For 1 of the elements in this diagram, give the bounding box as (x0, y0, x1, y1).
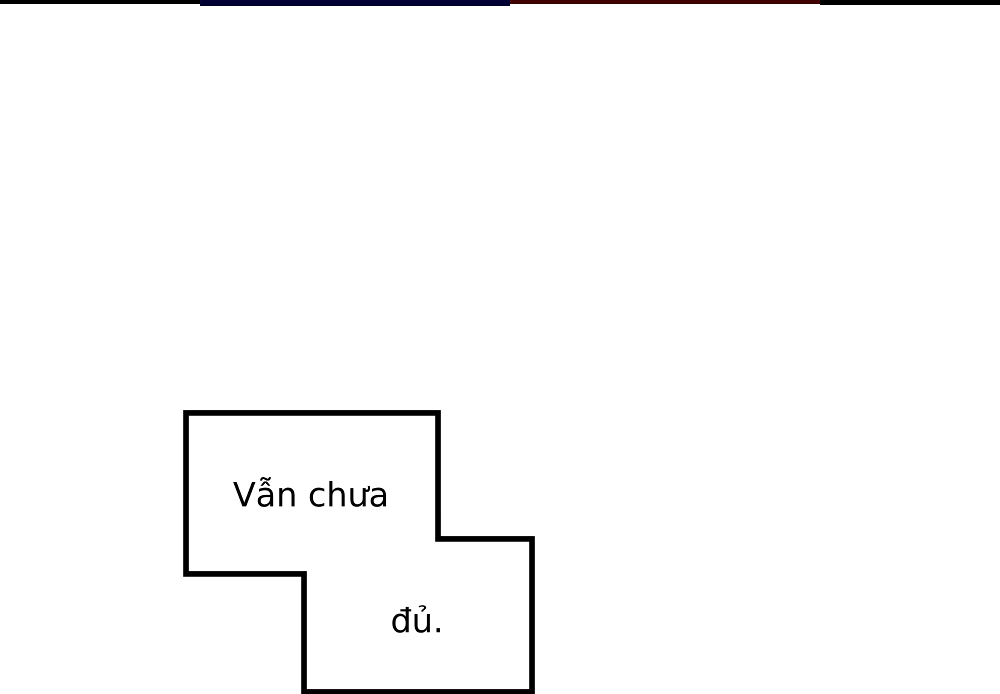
speech-box: Vẫn chưa đủ. (183, 410, 535, 694)
